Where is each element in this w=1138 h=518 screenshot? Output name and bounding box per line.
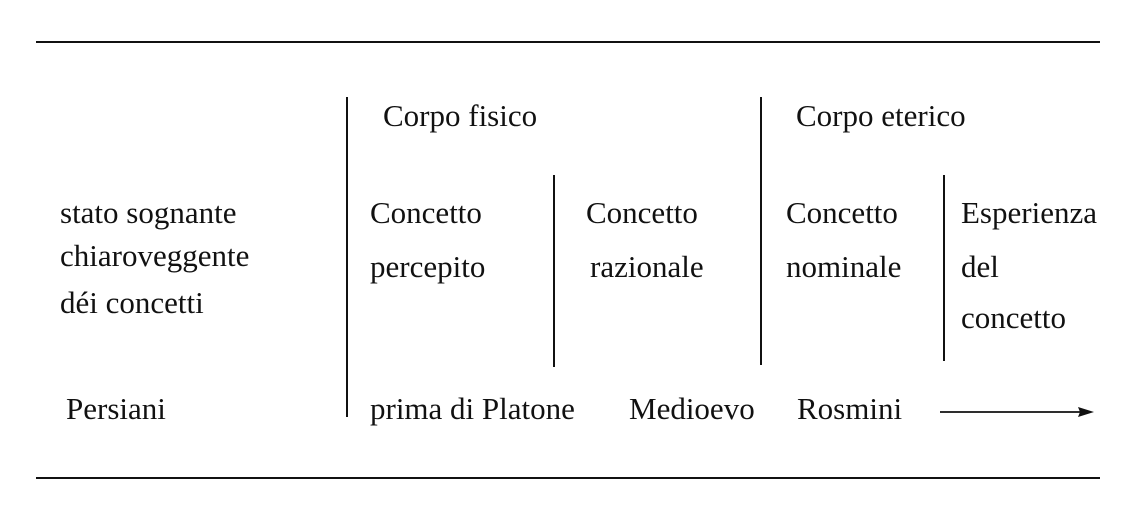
divider-physical-inner xyxy=(553,175,555,367)
column-3-line-1: Concetto xyxy=(786,195,898,230)
header-corpo-fisico: Corpo fisico xyxy=(383,98,538,133)
right-arrow-icon xyxy=(940,407,1094,417)
column-2-line-2: razionale xyxy=(590,249,704,284)
timeline-medioevo: Medioevo xyxy=(629,391,755,426)
bottom-rule xyxy=(36,477,1100,479)
column-2-line-1: Concetto xyxy=(586,195,698,230)
divider-physical-etheric xyxy=(760,97,762,365)
timeline-prima-di-platone: prima di Platone xyxy=(370,391,575,426)
state-line-3: déi concetti xyxy=(60,285,204,320)
state-line-1: stato sognante xyxy=(60,195,237,230)
column-4-line-1: Esperienza xyxy=(961,195,1097,230)
column-1-line-1: Concetto xyxy=(370,195,482,230)
state-line-2: chiaroveggente xyxy=(60,238,250,273)
header-corpo-eterico: Corpo eterico xyxy=(796,98,966,133)
divider-left-column xyxy=(346,97,348,417)
divider-etheric-inner xyxy=(943,175,945,361)
column-4-line-3: concetto xyxy=(961,300,1067,335)
column-1-line-2: percepito xyxy=(370,249,486,284)
column-4-line-2: del xyxy=(961,249,999,284)
column-3-line-2: nominale xyxy=(786,249,902,284)
people-persiani: Persiani xyxy=(66,391,166,426)
top-rule xyxy=(36,41,1100,43)
timeline-rosmini: Rosmini xyxy=(797,391,903,426)
